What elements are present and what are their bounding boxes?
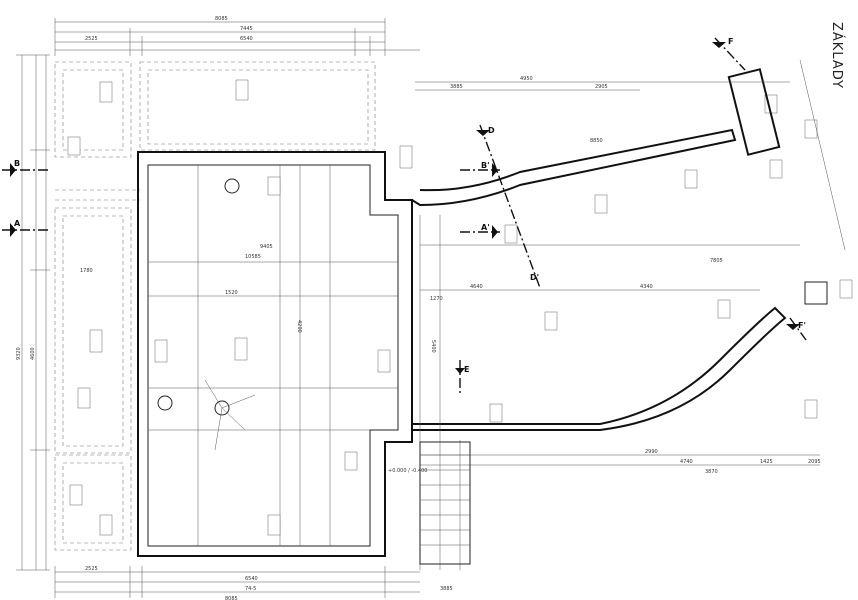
dim-right-6: 4340 <box>640 284 653 290</box>
dim-main-4: 1780 <box>80 268 93 274</box>
section-markers: B A B' A' D D' E F F' <box>2 37 807 395</box>
dim-right-7: 7805 <box>710 258 723 264</box>
left-dimension-chain: 9320 4600 <box>16 54 50 571</box>
dim-main-1: 9405 <box>260 244 273 250</box>
pile-symbol <box>214 400 230 416</box>
section-label-b: B <box>14 159 20 168</box>
dim-right-2: 3885 <box>450 84 463 90</box>
dim-main-3: 10585 <box>245 254 261 260</box>
dim-top-left: 2525 <box>85 36 98 42</box>
section-label-d-prime: D' <box>530 273 539 282</box>
dim-right-14: 5400 <box>430 340 436 353</box>
dim-bottom-mid: 74-5 <box>245 586 256 592</box>
dim-right-top: 4950 <box>520 76 533 82</box>
dim-bottom-right: 3885 <box>440 586 453 592</box>
top-dimension-chain: 8085 7445 6540 2525 <box>54 16 420 56</box>
dim-right-13: 1270 <box>430 296 443 302</box>
dim-left-total: 9320 <box>16 347 22 360</box>
dim-right-3: 2905 <box>595 84 608 90</box>
section-label-a: A <box>14 219 21 228</box>
pile-symbol <box>157 395 173 411</box>
dim-right-12: 2095 <box>808 459 821 465</box>
dim-right-5: 4640 <box>470 284 483 290</box>
dim-bottom-total: 8085 <box>225 596 238 600</box>
level-note: +0.000 / -0.400 <box>388 468 428 474</box>
pile-symbol <box>224 178 240 194</box>
dim-right-8: 2990 <box>645 449 658 455</box>
dim-main-2: 1520 <box>225 290 238 296</box>
section-label-e: E <box>464 365 469 374</box>
section-label-d: D <box>488 126 495 135</box>
section-label-f-prime: F' <box>798 321 806 330</box>
dim-right-10: 1425 <box>760 459 773 465</box>
bottom-dimension-chain: 2525 6540 74-5 8085 3885 <box>54 566 453 600</box>
drawing-title: ZÁKLADY <box>829 22 845 89</box>
dim-right-9: 4740 <box>680 459 693 465</box>
section-label-b-prime: B' <box>481 161 490 170</box>
main-foundation: 9405 1520 10585 1780 4200 <box>80 151 413 557</box>
existing-foundations <box>54 61 376 551</box>
element-tags <box>67 79 853 536</box>
dim-main-5: 4200 <box>296 320 302 333</box>
dim-top-total: 8085 <box>215 16 228 22</box>
section-label-a-prime: A' <box>481 223 490 232</box>
dim-right-4: 8850 <box>590 138 603 144</box>
dim-bottom-in: 6540 <box>245 576 258 582</box>
section-label-f: F <box>728 37 733 46</box>
dim-right-11: 3870 <box>705 469 718 475</box>
dim-left-sub: 4600 <box>30 347 36 360</box>
dim-top-mid: 7445 <box>240 26 253 32</box>
pile-symbols <box>157 178 256 451</box>
dim-bottom-left: 2525 <box>85 566 98 572</box>
right-wall-foundations: 4950 3885 2905 8850 4640 4340 7805 2990 … <box>411 59 846 570</box>
dim-top-in: 6540 <box>240 36 253 42</box>
entrance-steps: +0.000 / -0.400 <box>388 441 471 565</box>
